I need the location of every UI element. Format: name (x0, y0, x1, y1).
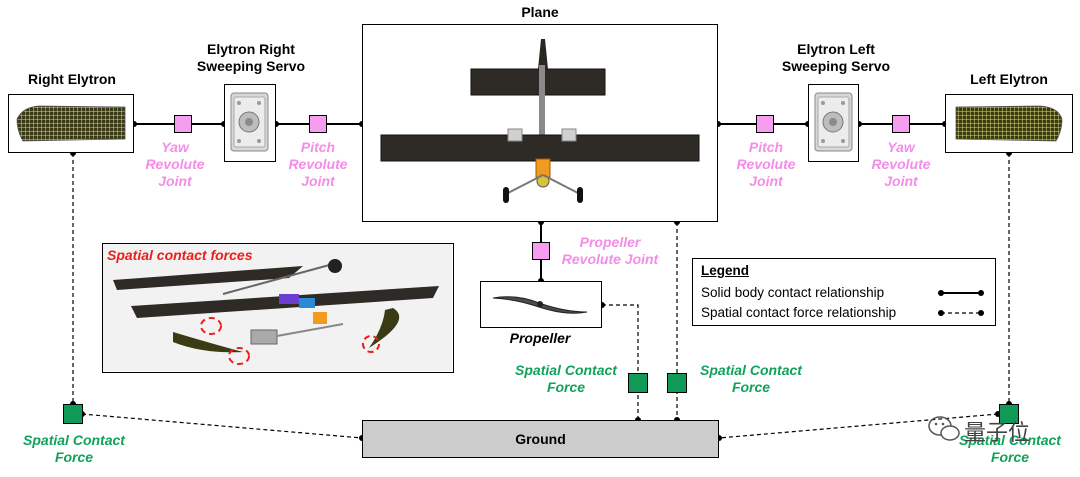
spatial-contact-force-plane-label: Spatial Contact Force (700, 362, 802, 395)
spatial-contact-force-left-label: Spatial Contact Force (23, 432, 125, 465)
yaw-revolute-joint-right-label: Yaw Revolute Joint (145, 139, 205, 189)
legend: Legend Solid body contact relationship S… (692, 258, 996, 326)
pitch-revolute-joint-left-label: Pitch Revolute Joint (736, 139, 796, 189)
inset-title-overlay: Spatial contact forces (107, 247, 253, 263)
right-elytron-box (8, 94, 134, 153)
right-elytron-image (16, 105, 126, 142)
wechat-logo-icon (928, 416, 960, 441)
left-elytron-image (955, 105, 1063, 142)
left-elytron-title: Left Elytron (970, 71, 1048, 87)
pitch-revolute-joint-right-label: Pitch Revolute Joint (288, 139, 348, 189)
spatial-contact-force-right-icon (999, 404, 1019, 424)
left-servo-title: Elytron Left Sweeping Servo (781, 41, 891, 74)
left-servo-image (814, 92, 853, 152)
spatial-contact-force-plane-icon (667, 373, 687, 393)
left-servo-box (808, 84, 859, 162)
spatial-contact-inset: Spatial contact forces (102, 243, 454, 373)
spatial-contact-force-propeller-icon (628, 373, 648, 393)
watermark: 量子位 (926, 412, 1052, 446)
plane-image (380, 39, 700, 203)
propeller-box (480, 281, 602, 328)
right-elytron-title: Right Elytron (28, 71, 116, 87)
yaw-revolute-joint-left-icon (892, 115, 910, 133)
left-elytron-box (945, 94, 1073, 153)
spatial-contact-force-right-label: Spatial Contact Force (959, 432, 1061, 465)
inset-image (103, 244, 452, 371)
pitch-revolute-joint-left-icon (756, 115, 774, 133)
yaw-revolute-joint-left-label: Yaw Revolute Joint (871, 139, 931, 189)
ground-label: Ground (515, 431, 566, 447)
propeller-revolute-joint-label: Propeller Revolute Joint (561, 234, 659, 267)
spatial-contact-force-left-icon (63, 404, 83, 424)
pitch-revolute-joint-right-icon (309, 115, 327, 133)
ground-box: Ground (362, 420, 719, 458)
propeller-revolute-joint-icon (532, 242, 550, 260)
watermark-text: 量子位 (964, 421, 1031, 446)
propeller-title: Propeller (509, 330, 571, 346)
plane-box (362, 24, 718, 222)
yaw-revolute-joint-right-icon (174, 115, 192, 133)
propeller-image (492, 296, 588, 314)
plane-title: Plane (521, 4, 559, 20)
right-servo-image (230, 92, 269, 152)
right-servo-title: Elytron Right Sweeping Servo (196, 41, 306, 74)
right-servo-box (224, 84, 276, 162)
legend-symbols (938, 290, 984, 316)
legend-title: Legend (701, 263, 750, 278)
spatial-contact-force-propeller-label: Spatial Contact Force (515, 362, 617, 395)
legend-spatial-label: Spatial contact force relationship (701, 305, 897, 320)
legend-solid-label: Solid body contact relationship (701, 285, 885, 300)
